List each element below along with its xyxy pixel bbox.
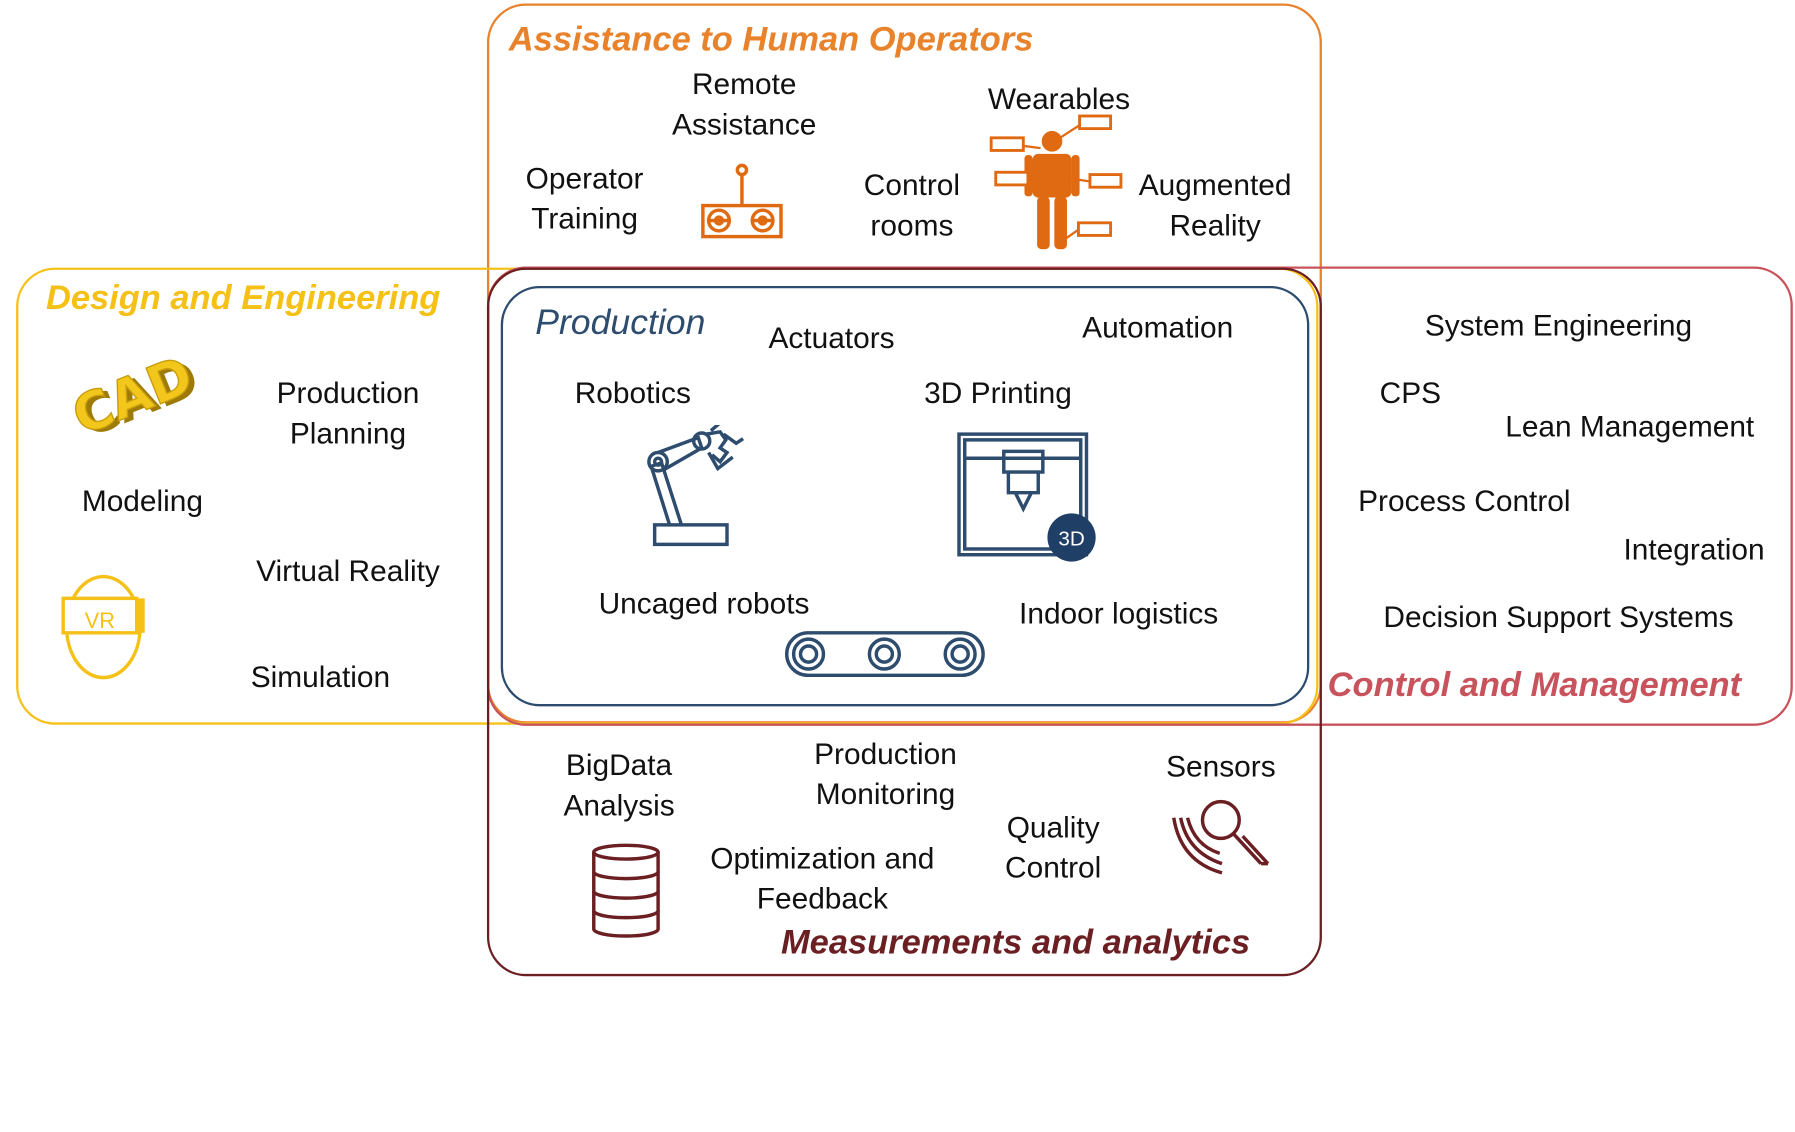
remote-control-icon bbox=[701, 163, 783, 239]
label-uncaged-robots: Uncaged robots bbox=[598, 585, 810, 621]
conveyor-icon bbox=[784, 631, 985, 678]
label-decision-support-systems: Decision Support Systems bbox=[1383, 599, 1734, 634]
label-wearables: Wearables bbox=[987, 81, 1131, 116]
wearable-person-icon bbox=[989, 114, 1123, 250]
label-modeling: Modeling bbox=[81, 483, 204, 518]
label-cps: CPS bbox=[1379, 375, 1442, 411]
production-box bbox=[500, 285, 1310, 707]
production-title: Production bbox=[535, 302, 706, 343]
vr-headset-icon: VR bbox=[61, 574, 145, 680]
assistance-title: Assistance to Human Operators bbox=[508, 20, 1034, 59]
measurements-box bbox=[486, 267, 1322, 977]
sensor-icon bbox=[1172, 799, 1270, 875]
label-virtual-reality: Virtual Reality bbox=[256, 553, 440, 589]
label-system-engineering: System Engineering bbox=[1424, 307, 1693, 343]
measurements-title: Measurements and analytics bbox=[780, 923, 1251, 962]
database-icon bbox=[592, 843, 660, 938]
label-automation: Automation bbox=[1082, 310, 1234, 345]
svg-text:3D: 3D bbox=[1058, 528, 1084, 551]
3d-printer-icon: 3D bbox=[957, 432, 1096, 562]
label-process-control: Process Control bbox=[1358, 483, 1571, 518]
label-3d-printing: 3D Printing bbox=[924, 375, 1072, 411]
design-title: Design and Engineering bbox=[45, 279, 441, 317]
label-lean-management: Lean Management bbox=[1505, 408, 1755, 444]
label-indoor-logistics: Indoor logistics bbox=[1019, 596, 1219, 631]
label-simulation: Simulation bbox=[250, 659, 391, 694]
label-actuators: Actuators bbox=[768, 320, 895, 355]
label-sensors: Sensors bbox=[1166, 748, 1276, 784]
control-title: Control and Management bbox=[1327, 666, 1742, 705]
svg-text:VR: VR bbox=[85, 608, 115, 633]
label-integration: Integration bbox=[1623, 531, 1765, 567]
label-robotics: Robotics bbox=[574, 375, 691, 411]
robot-arm-icon bbox=[647, 424, 745, 547]
cad-icon: CAD CAD bbox=[64, 347, 196, 448]
